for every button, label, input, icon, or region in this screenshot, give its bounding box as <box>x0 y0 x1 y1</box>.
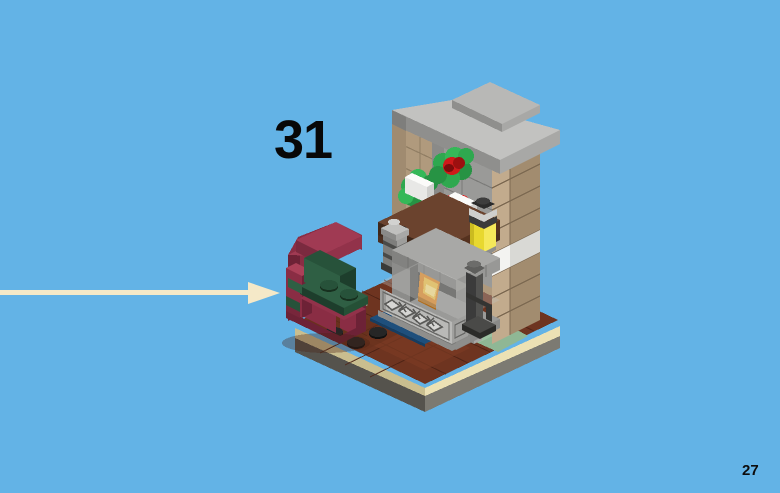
assembly-placement-arrow <box>0 276 280 310</box>
right-corner-column <box>491 142 541 344</box>
base-plate <box>295 326 560 412</box>
step-number: 31 <box>274 110 333 170</box>
page-number: 27 <box>742 462 759 479</box>
arrow-shape <box>0 282 280 304</box>
lantern <box>469 197 497 257</box>
fire-tool-stand <box>462 260 496 339</box>
fire <box>418 272 440 310</box>
armchair-cushion <box>286 250 368 316</box>
